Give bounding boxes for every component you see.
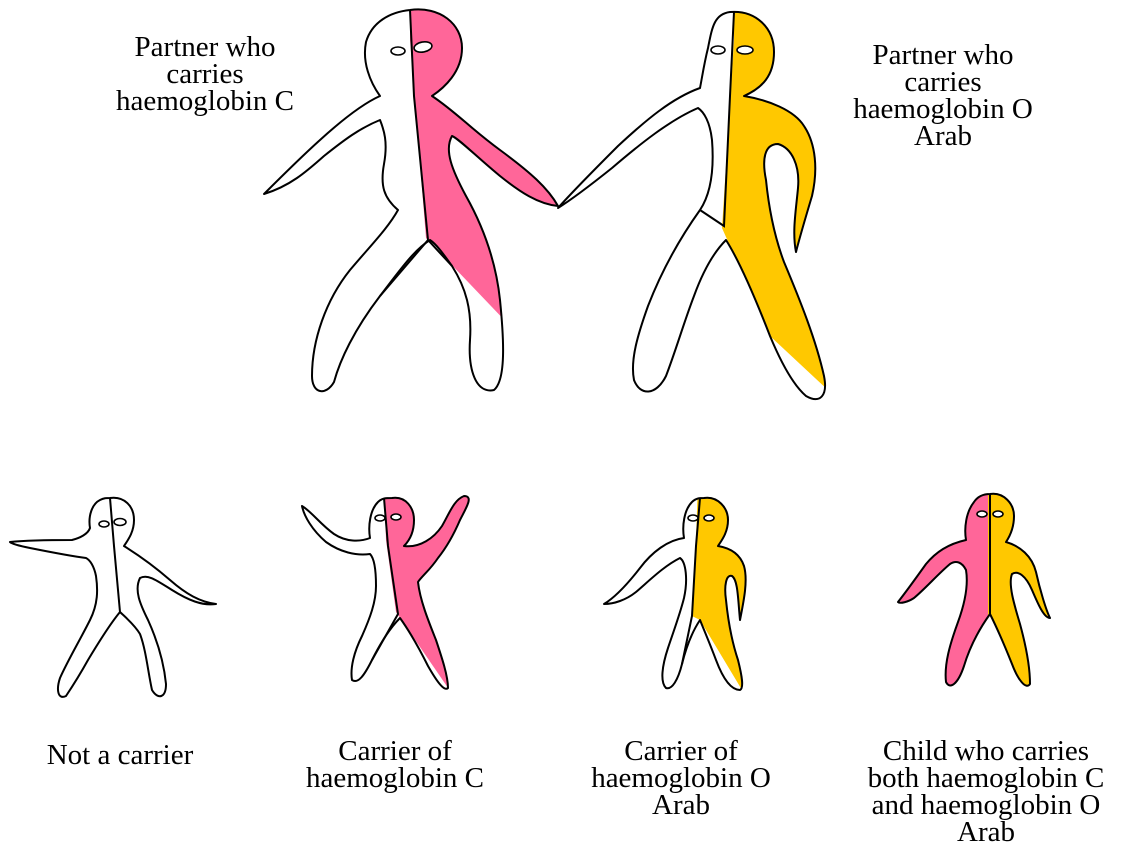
child-figure-carrier-c xyxy=(290,480,480,720)
label-carrier-both: Child who carries both haemoglobin C and… xyxy=(854,738,1118,846)
child-left-half-white xyxy=(590,480,700,710)
left-eye xyxy=(375,515,385,521)
label-carrier-haemoglobin-o-arab: Carrier of haemoglobin O Arab xyxy=(574,738,788,819)
label-partner-haemoglobin-c: Partner who carries haemoglobin C xyxy=(100,34,310,115)
left-eye xyxy=(977,511,987,517)
child-figure-carrier-o-arab xyxy=(590,480,760,720)
right-eye xyxy=(704,515,714,521)
label-not-a-carrier: Not a carrier xyxy=(20,742,220,769)
child-figure-carrier-both xyxy=(890,480,1068,710)
parent-left-half-white xyxy=(540,0,740,420)
left-eye xyxy=(711,46,725,54)
right-eye xyxy=(737,46,753,54)
parent-figure-haemoglobin-o-arab xyxy=(540,0,860,420)
child-figure-not-carrier xyxy=(10,498,216,697)
right-eye xyxy=(993,511,1003,517)
right-eye xyxy=(114,519,126,526)
label-carrier-haemoglobin-c: Carrier of haemoglobin C xyxy=(290,738,500,792)
left-eye xyxy=(391,47,405,55)
right-eye xyxy=(391,514,401,520)
label-partner-haemoglobin-o-arab: Partner who carries haemoglobin O Arab xyxy=(838,42,1048,150)
child-left-half-pink xyxy=(890,480,990,710)
parent-right-half-pink xyxy=(410,0,600,420)
left-eye xyxy=(99,521,109,527)
left-eye xyxy=(688,515,698,521)
